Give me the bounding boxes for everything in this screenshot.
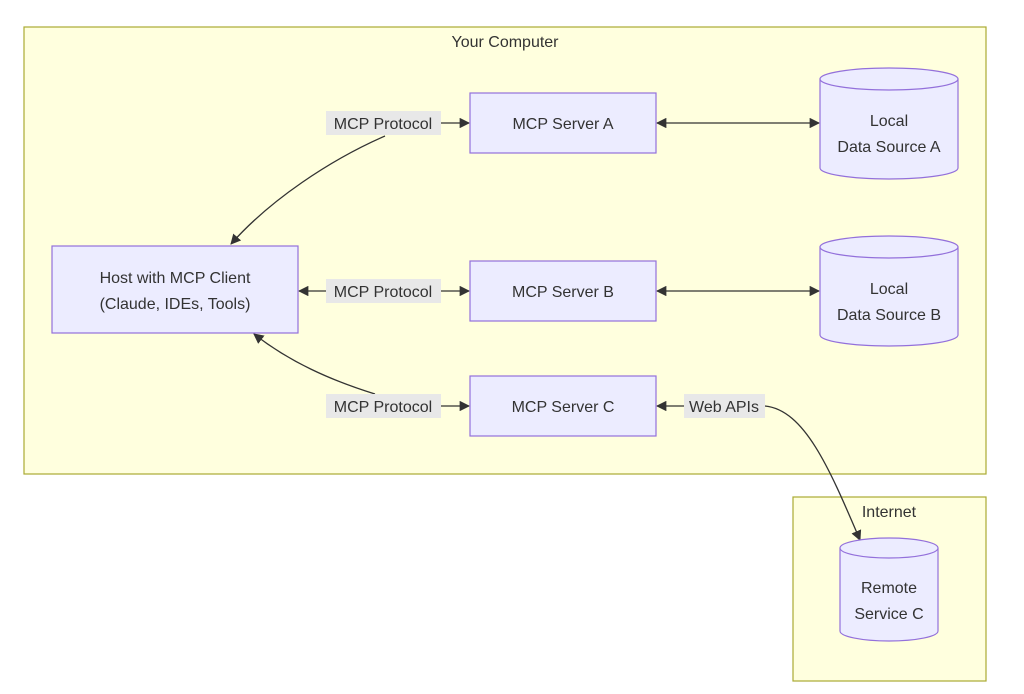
server-a-label: MCP Server A <box>512 116 613 133</box>
edge-label-host-server-c-bg <box>326 394 441 418</box>
edge-label-web-apis-text: Web APIs <box>689 399 759 416</box>
edge-label-host-server-a: MCP Protocol <box>326 111 441 135</box>
data-source-a-cylinder-body <box>819 79 959 180</box>
remote-service-c-cylinder-body <box>839 548 939 642</box>
remote-service-c-label-line1: Remote <box>861 580 917 597</box>
edges <box>230 117 862 541</box>
data-source-b-cylinder-top <box>819 235 959 259</box>
cluster-your-computer-title: Your Computer <box>451 34 559 51</box>
server-b-box <box>469 260 657 322</box>
edge-web-apis-remote-c <box>764 405 862 541</box>
data-source-a-label-line2: Data Source A <box>837 139 941 156</box>
node-server-c: MCP Server C <box>469 375 657 437</box>
host-label-line1: Host with MCP Client <box>100 270 251 287</box>
data-source-b-label-line2: Data Source B <box>837 307 941 324</box>
host-label-line2: (Claude, IDEs, Tools) <box>100 296 251 313</box>
server-c-label: MCP Server C <box>512 399 615 416</box>
edge-label-web-apis-bg <box>684 394 765 418</box>
edge-label-host-server-a-bg <box>326 111 441 135</box>
remote-service-c-cylinder-top <box>839 537 939 559</box>
edge-label-host-server-a-text: MCP Protocol <box>334 116 432 133</box>
remote-service-c-label-line2: Service C <box>854 606 923 623</box>
edge-label-host-server-c: MCP Protocol <box>326 394 441 418</box>
cluster-internet: Internet <box>792 496 987 682</box>
edge-label-host-server-c-text: MCP Protocol <box>334 399 432 416</box>
data-source-a-cylinder-top <box>819 67 959 91</box>
node-server-b: MCP Server B <box>469 260 657 322</box>
node-data-source-b: Local Data Source B <box>819 235 959 347</box>
server-c-box <box>469 375 657 437</box>
data-source-b-cylinder-body <box>819 247 959 347</box>
node-remote-service-c: Remote Service C <box>839 537 939 642</box>
host-box <box>51 245 299 334</box>
cluster-internet-frame <box>792 496 987 682</box>
edge-host-server-c <box>253 333 376 395</box>
edge-label-web-apis: Web APIs <box>684 394 765 418</box>
node-data-source-a: Local Data Source A <box>819 67 959 180</box>
server-a-box <box>469 92 657 154</box>
cluster-internet-title: Internet <box>862 504 917 521</box>
data-source-b-label-line1: Local <box>870 281 908 298</box>
data-source-a-label-line1: Local <box>870 113 908 130</box>
edge-label-host-server-b-text: MCP Protocol <box>334 284 432 301</box>
server-b-label: MCP Server B <box>512 284 614 301</box>
edge-host-server-a <box>230 135 386 245</box>
edge-label-host-server-b-bg <box>326 279 441 303</box>
node-server-a: MCP Server A <box>469 92 657 154</box>
edge-label-host-server-b: MCP Protocol <box>326 279 441 303</box>
node-host: Host with MCP Client (Claude, IDEs, Tool… <box>51 245 299 334</box>
